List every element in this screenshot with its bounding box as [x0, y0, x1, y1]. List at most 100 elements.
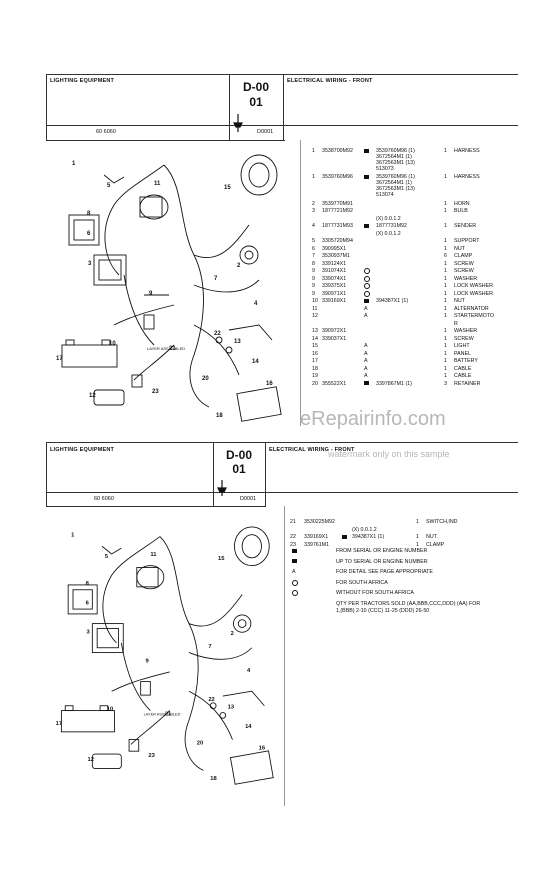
model-number: 60 6060	[96, 129, 116, 135]
part-item-no: 9	[312, 275, 315, 282]
svg-text:17: 17	[56, 356, 63, 362]
part-number: 3539760M96	[322, 174, 353, 181]
part-symbol: A	[364, 343, 368, 349]
serial-marker-icon	[292, 548, 297, 553]
svg-text:15: 15	[224, 185, 231, 191]
svg-text:18: 18	[216, 413, 223, 419]
serial-marker-icon	[342, 534, 347, 539]
part-symbol	[364, 275, 370, 282]
part-symbol: A	[364, 313, 368, 319]
part-qty: 1	[444, 343, 447, 350]
part-number: 3530225M92	[304, 519, 335, 525]
part-qty: 1	[416, 541, 419, 548]
legend-symbol	[292, 579, 298, 586]
svg-text:23: 23	[152, 389, 159, 395]
part-qty: 1	[444, 245, 447, 252]
legend-symbol	[292, 559, 297, 565]
svg-text:21: 21	[169, 346, 176, 352]
part-symbol	[364, 298, 369, 304]
detail-marker: A	[364, 373, 368, 380]
part-symbol: A	[364, 351, 368, 357]
serial-marker-icon	[364, 223, 369, 228]
header-mid-rule	[46, 492, 518, 493]
header-code-rule-right	[283, 74, 284, 140]
part-alt-number: 1877731M92	[376, 223, 407, 230]
svg-text:7: 7	[214, 276, 218, 282]
svg-text:14: 14	[252, 359, 259, 365]
part-item-no: 17	[312, 358, 318, 365]
part-number: 355522X1	[322, 380, 347, 387]
part-alt-number: (X) 0.0.1.2	[376, 230, 401, 237]
part-alt-number: 3539760M96 (1)	[376, 148, 415, 154]
part-alt-number: 394387X1 (1)	[376, 298, 409, 305]
part-item-no: 9	[312, 290, 315, 297]
part-item-no: 4	[312, 223, 315, 230]
part-item-no: 13	[312, 328, 318, 335]
part-number: 1877731M93	[322, 223, 353, 230]
svg-text:9: 9	[146, 658, 150, 664]
part-number: 1877721M92	[322, 208, 353, 215]
diagram-caption: LAYER ASSEMBLED	[144, 712, 181, 716]
header-top-rule	[46, 74, 518, 75]
serial-marker-icon	[364, 174, 369, 179]
detail-marker: A	[364, 350, 368, 357]
catalog-page-2: LIGHTING EQUIPMENT ELECTRICAL WIRING - F…	[0, 436, 560, 873]
legend-text: FOR SOUTH AFRICA	[336, 579, 388, 586]
part-number: 339169X1	[322, 298, 347, 305]
part-item-no: 2	[312, 200, 315, 207]
svg-text:4: 4	[254, 301, 258, 307]
part-description: R	[454, 320, 458, 327]
part-description: LOCK WASHER	[454, 290, 493, 297]
section-right-title: ELECTRICAL WIRING - FRONT	[269, 447, 355, 453]
catalog-page-1: LIGHTING EQUIPMENT ELECTRICAL WIRING - F…	[0, 0, 560, 459]
region-marker-icon	[292, 590, 298, 596]
detail-marker: A	[364, 365, 368, 372]
part-number: 3530937M1	[322, 253, 350, 260]
detail-marker: A	[364, 313, 368, 320]
region-marker-icon	[292, 579, 298, 586]
wiring-diagram: LAYER ASSEMBLED 1 11 15 5 6 8 3 2 7 4 9 …	[56, 154, 282, 422]
part-qty: 1	[444, 208, 447, 215]
part-qty: 1	[444, 373, 447, 380]
legend-symbol: A	[292, 569, 296, 575]
parts-list-rule	[284, 506, 285, 806]
part-description: SCREW	[454, 335, 474, 342]
part-qty: 1	[444, 148, 447, 154]
part-description: NUT	[426, 534, 437, 540]
part-item-no: 16	[312, 350, 318, 357]
part-alt-number: 3672564M1 (1)	[376, 154, 412, 160]
part-description: SUPPORT	[454, 238, 480, 245]
pin-icon	[217, 480, 227, 496]
part-description: STARTERMOTO	[454, 313, 495, 320]
part-qty: 1	[444, 174, 447, 181]
part-alt-number: 513073	[376, 166, 394, 172]
pin-icon	[233, 114, 243, 132]
part-description: CABLE	[454, 373, 472, 380]
header-code-rule-left	[213, 442, 214, 506]
part-qty: 6	[444, 253, 447, 260]
svg-text:12: 12	[88, 757, 94, 763]
part-symbol	[364, 381, 369, 387]
part-number: 3305720M94	[322, 238, 353, 245]
part-description: SCREW	[454, 268, 474, 275]
part-number: 390971X1	[322, 290, 347, 297]
part-number: 339124X1	[322, 260, 347, 267]
watermark-brand: eRepairinfo.com	[300, 408, 446, 430]
serial-marker-icon	[364, 381, 369, 386]
part-item-no: 12	[312, 313, 318, 320]
part-description: PANEL	[454, 350, 471, 357]
wiring-diagram-repeat: LAYER ASSEMBLED 1 11 15 5 6 8 3 2 7 4 9 …	[56, 526, 274, 785]
part-description: BULB	[454, 208, 468, 215]
svg-text:1: 1	[71, 533, 75, 539]
header-left-rule	[46, 74, 47, 140]
header-bottom-rule	[46, 140, 285, 141]
svg-text:12: 12	[89, 393, 96, 399]
part-item-no: 15	[312, 343, 318, 350]
header-code-rule-right	[265, 442, 266, 506]
section-left-title: LIGHTING EQUIPMENT	[50, 78, 115, 84]
part-qty: 1	[444, 365, 447, 372]
header-bottom-rule	[46, 506, 266, 507]
part-number: 3539770M91	[322, 200, 353, 207]
svg-text:14: 14	[245, 724, 252, 730]
svg-text:16: 16	[259, 745, 266, 751]
